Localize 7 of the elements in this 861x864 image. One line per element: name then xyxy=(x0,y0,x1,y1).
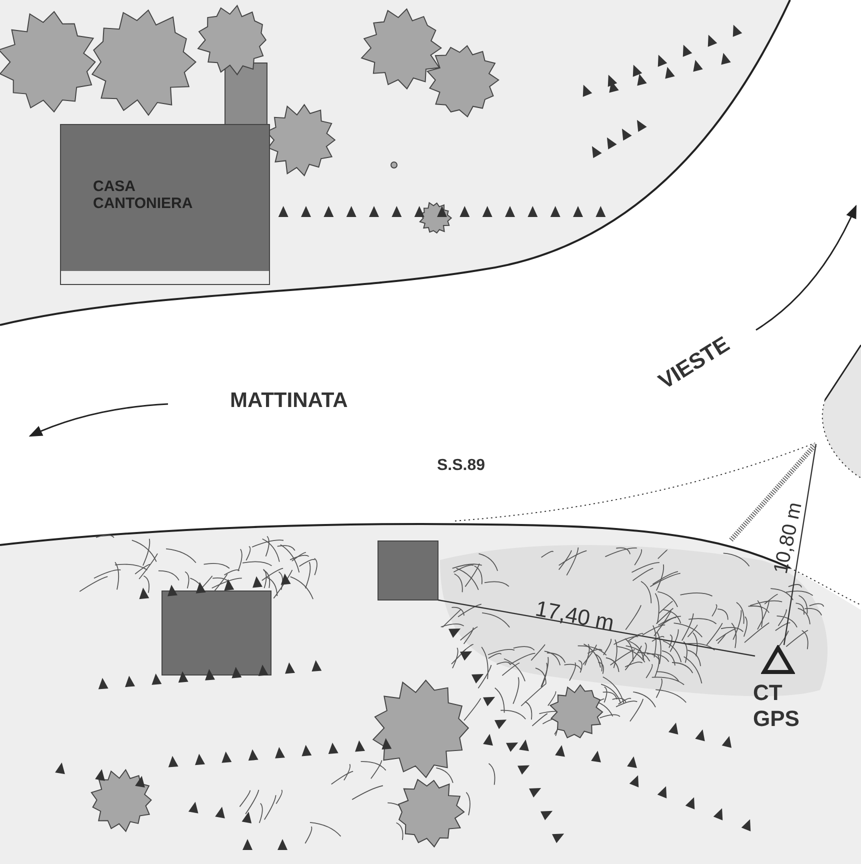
survey-point-label: CT GPS xyxy=(753,680,800,732)
dimension-label: 17,40 m xyxy=(534,598,616,634)
place-name: MATTINATA xyxy=(230,390,348,411)
building-name: CASA CANTONIERA xyxy=(93,178,194,212)
road-name: S.S.89 xyxy=(437,458,486,474)
dimension-label: 10,80 m xyxy=(770,500,806,576)
building-block xyxy=(60,124,270,285)
